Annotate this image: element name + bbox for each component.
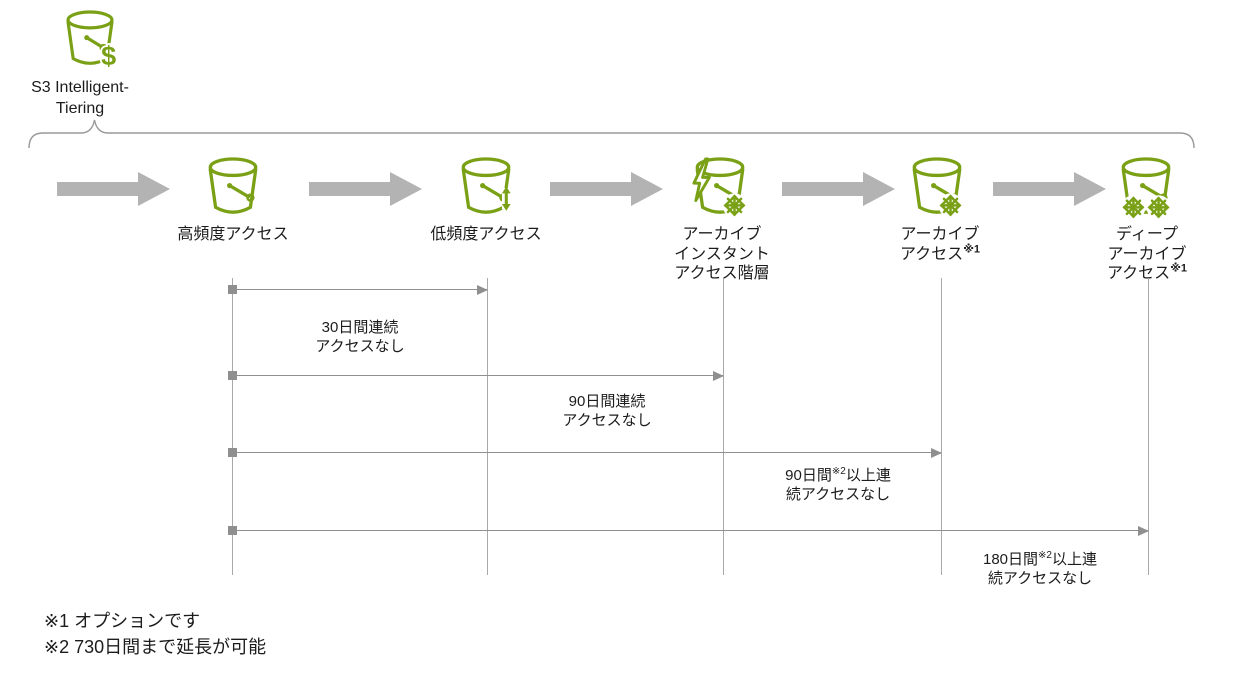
timeline-start-marker — [228, 526, 237, 535]
footnote-2: ※2 730日間まで延長が可能 — [44, 637, 267, 657]
timeline-start-marker — [228, 285, 237, 294]
timeline-start-marker — [228, 371, 237, 380]
timeline-label-180d-plus: 180日間※2以上連 続アクセスなし — [983, 550, 1097, 588]
timeline-label-90d-plus: 90日間※2以上連 続アクセスなし — [785, 466, 891, 504]
s3-bucket-snowflake-icon — [912, 157, 964, 219]
s3-bucket-dollar-icon: $ — [66, 10, 118, 73]
guide-line — [487, 278, 488, 575]
timeline-arrowhead-icon — [931, 448, 942, 458]
timeline-arrow-90d-plus — [228, 448, 942, 458]
svg-text:$: $ — [101, 41, 116, 71]
guide-line — [232, 278, 233, 575]
flow-arrow-icon — [993, 172, 1106, 206]
footnote-ref-1: ※1 — [1170, 262, 1187, 275]
timeline-label-90d: 90日間連続 アクセスなし — [562, 393, 652, 429]
footnote-ref-2: ※2 — [831, 466, 846, 477]
timeline-arrowhead-icon — [713, 371, 724, 381]
flow-arrow-icon — [57, 172, 170, 206]
tier-label-archive-access: アーカイブ アクセス※1 — [899, 226, 980, 263]
s3-bucket-lightning-snowflake-icon — [692, 157, 748, 219]
diagram-title-line1: S3 Intelligent- — [31, 79, 129, 96]
footnote-1: ※1 オプションです — [44, 611, 201, 631]
timeline-arrow-180d-plus — [228, 526, 1149, 536]
s3-bucket-icon — [208, 157, 258, 214]
s3-bucket-double-snowflake-icon — [1120, 157, 1172, 221]
guide-line — [941, 278, 942, 575]
s3-bucket-updown-arrow-icon — [461, 157, 511, 214]
brace — [28, 119, 1195, 149]
tier-label-deep-archive-access: ディープ アーカイブ アクセス※1 — [1106, 226, 1187, 282]
timeline-arrow-90d — [228, 371, 724, 381]
footnote-ref-2: ※2 — [1038, 550, 1052, 561]
timeline-start-marker — [228, 448, 237, 457]
footnotes: ※1 オプションです ※2 730日間まで延長が可能 — [44, 608, 266, 660]
timeline-label-30d: 30日間連続 アクセスなし — [315, 319, 405, 355]
timeline-arrowhead-icon — [1138, 526, 1149, 536]
diagram-title-line2: Tiering — [55, 100, 105, 117]
flow-arrow-icon — [782, 172, 895, 206]
tier-label-archive-instant-access: アーカイブ インスタント アクセス階層 — [674, 226, 770, 282]
diagram-title: S3 Intelligent- Tiering — [0, 77, 160, 119]
flow-arrow-icon — [550, 172, 663, 206]
timeline-arrow-30d — [228, 285, 488, 295]
guide-line — [1148, 278, 1149, 575]
tier-label-frequent-access: 高頻度アクセス — [177, 226, 289, 243]
tier-label-infrequent-access: 低頻度アクセス — [430, 226, 542, 243]
timeline-arrowhead-icon — [477, 285, 488, 295]
footnote-ref-1: ※1 — [963, 243, 980, 256]
flow-arrow-icon — [309, 172, 422, 206]
guide-line — [723, 278, 724, 575]
